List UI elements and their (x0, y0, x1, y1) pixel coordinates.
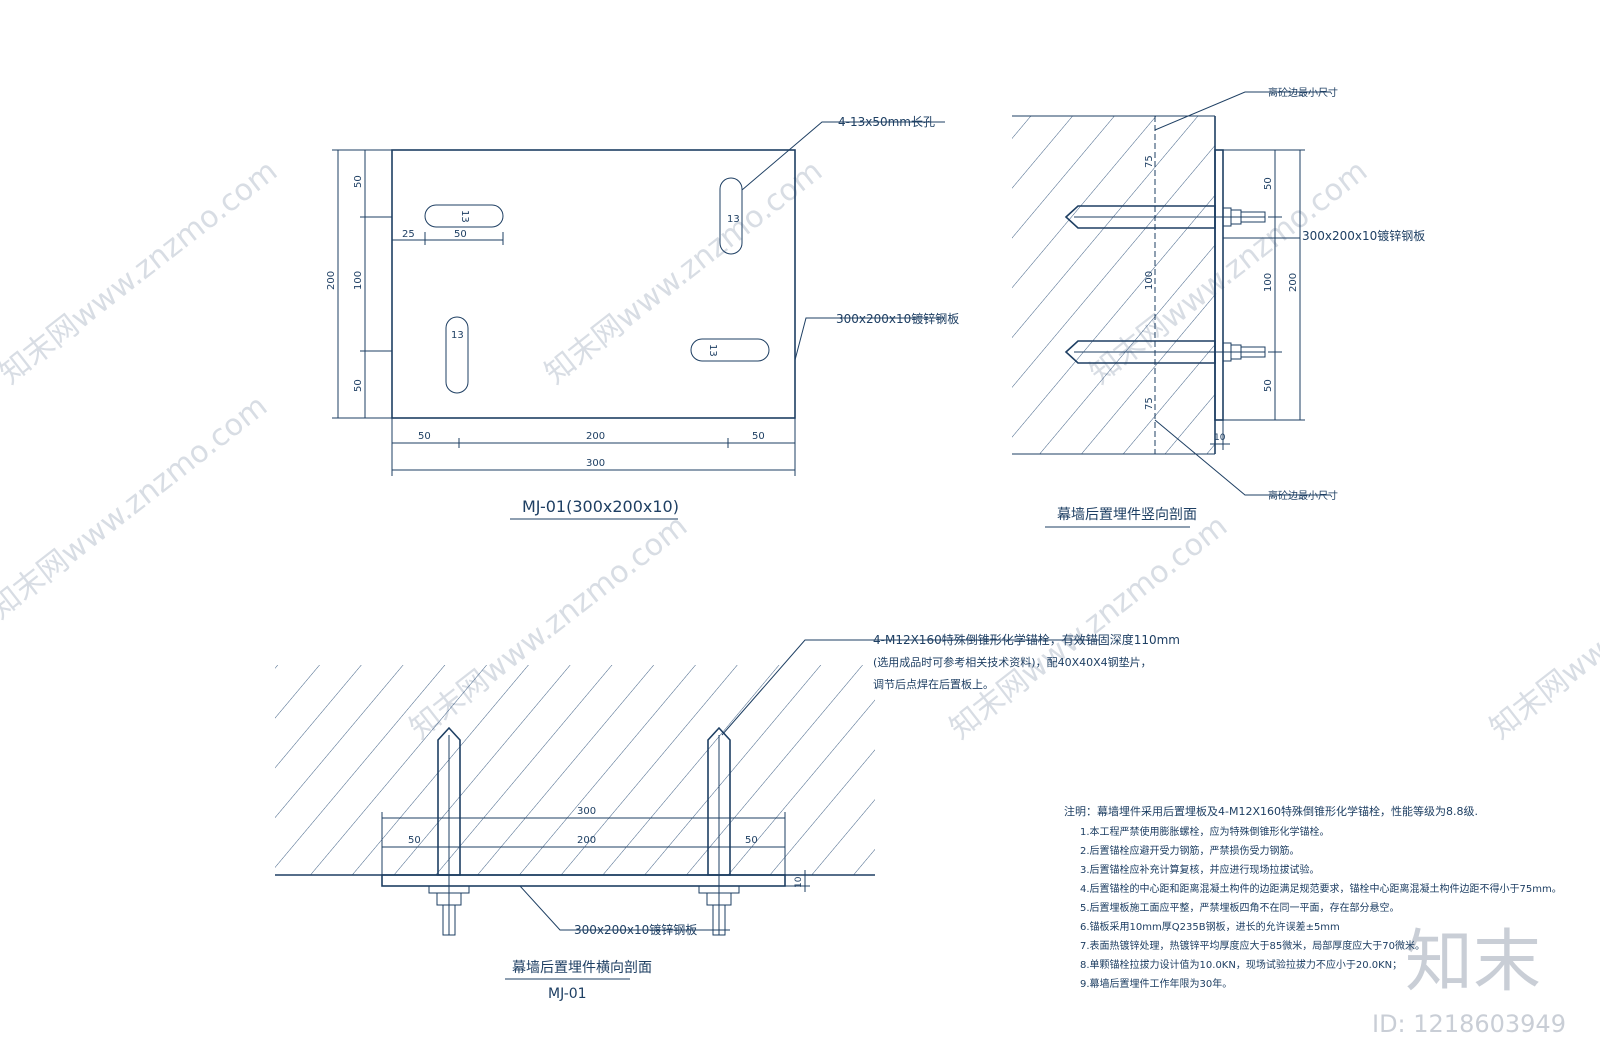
dim-right-middle: 100 (1263, 273, 1274, 292)
slot-length-dim: 50 (454, 229, 467, 240)
watermark-text: 知末网www.znzmo.com (538, 153, 829, 391)
horizontal-section-view: 300 50 200 50 10 4-M12X160特殊倒锥形化学锚栓，有效锚固… (275, 632, 1180, 1002)
edge-distance-label-top: 离砼边最小尺寸 (1268, 86, 1338, 99)
note-item: 3.后置锚栓应补充计算复核，并应进行现场拉拔试验。 (1080, 863, 1320, 876)
chemical-anchor (428, 726, 470, 936)
slot-callout-label: 4-13x50mm长孔 (838, 115, 935, 129)
design-notes: 注明：幕墙埋件采用后置埋板及4-M12X160特殊倒锥形化学锚栓，性能等级为8.… (1064, 804, 1562, 990)
dim-left-total: 200 (326, 271, 337, 290)
dim-total: 300 (577, 806, 596, 817)
dim-bottom-right: 50 (752, 431, 765, 442)
note-item: 9.幕墙后置埋件工作年限为30年。 (1080, 977, 1232, 990)
vertical-section-title: 幕墙后置埋件竖向剖面 (1057, 507, 1197, 523)
dim-left: 50 (408, 835, 421, 846)
note-item: 8.单颗锚栓拉拔力设计值为10.0KN，现场试验拉拔力不应小于20.0KN； (1080, 958, 1402, 971)
dim-bottom-total: 300 (586, 458, 605, 469)
slot-hole (719, 177, 743, 255)
dim-bottom-middle: 200 (586, 431, 605, 442)
dim-concrete-top: 75 (1144, 155, 1155, 168)
watermark-text: 知末网www.znzmo.com (0, 388, 274, 626)
plate-thickness-dim: 10 (794, 876, 804, 888)
slot-diameter-label: 13 (459, 210, 470, 223)
plate-view-title: MJ-01(300x200x10) (522, 497, 679, 516)
note-item: 5.后置埋板施工面应平整，严禁埋板四角不在同一平面，存在部分悬空。 (1080, 901, 1400, 914)
image-id-label: ID: 1218603949 (1372, 1010, 1566, 1038)
steel-plate-section (381, 874, 786, 887)
dim-bottom-left: 50 (418, 431, 431, 442)
slot-hole (424, 204, 504, 228)
dim-left-bottom: 50 (353, 379, 364, 392)
brand-logo-text: 知末 (1405, 923, 1541, 1002)
dim-left-top: 50 (353, 175, 364, 188)
note-item: 1.本工程严禁使用膨胀螺栓，应为特殊倒锥形化学锚栓。 (1080, 825, 1330, 838)
slot-hole (690, 338, 770, 362)
slot-offset-dim: 25 (402, 229, 415, 240)
plate-plan-view: 13 13 13 13 25 50 50 200 50 300 50 100 5… (326, 115, 959, 520)
chemical-anchor (698, 726, 740, 936)
steel-plate-outline (391, 149, 796, 419)
note-item: 2.后置锚栓应避开受力钢筋，严禁损伤受力钢筋。 (1080, 844, 1300, 857)
plate-callout-label: 300x200x10镀锌钢板 (1302, 229, 1425, 243)
dim-right-bottom: 50 (1263, 379, 1274, 392)
slot-diameter-label: 13 (707, 344, 718, 357)
dim-right-total: 200 (1288, 273, 1299, 292)
dim-right-top: 50 (1263, 177, 1274, 190)
horizontal-section-subtitle: MJ-01 (548, 986, 587, 1002)
slot-hole (445, 316, 469, 394)
plate-thickness-dim: 10 (1214, 433, 1226, 443)
dim-left-middle: 100 (353, 271, 364, 290)
plate-callout-label: 300x200x10镀锌钢板 (836, 312, 959, 326)
note-item: 7.表面热镀锌处理，热镀锌平均厚度应大于85微米，局部厚度应大于70微米。 (1080, 939, 1425, 952)
chemical-anchor (1064, 340, 1266, 364)
slot-diameter-label: 13 (727, 214, 740, 225)
edge-distance-label-bottom: 离砼边最小尺寸 (1268, 489, 1338, 502)
dim-right: 50 (745, 835, 758, 846)
slot-diameter-label: 13 (451, 330, 464, 341)
dim-concrete-middle: 100 (1144, 271, 1155, 290)
dim-middle: 200 (577, 835, 596, 846)
plate-callout-label: 300x200x10镀锌钢板 (574, 923, 697, 937)
notes-heading: 注明：幕墙埋件采用后置埋板及4-M12X160特殊倒锥形化学锚栓，性能等级为8.… (1064, 804, 1478, 818)
dim-concrete-bottom: 75 (1144, 397, 1155, 410)
anchor-note-line: 调节后点焊在后置板上。 (873, 677, 994, 691)
watermark-text: 知末网www.znzmo.com (943, 508, 1234, 746)
steel-plate-section (1214, 149, 1224, 421)
chemical-anchor (1064, 205, 1266, 229)
anchor-note-line: 4-M12X160特殊倒锥形化学锚栓，有效锚固深度110mm (873, 632, 1180, 647)
anchor-note-line: (选用成品时可参考相关技术资料)，配40X40X4钢垫片， (873, 655, 1152, 669)
horizontal-section-title: 幕墙后置埋件横向剖面 (512, 960, 652, 976)
note-item: 4.后置锚栓的中心距和距离混凝土构件的边距满足规范要求，锚栓中心距离混凝土构件边… (1080, 882, 1562, 895)
watermark-text: 知末网www.znzmo.com (1483, 508, 1600, 746)
vertical-section-view: 75 100 75 50 100 50 200 10 离砼边最小尺寸 离砼边最小… (1012, 86, 1425, 528)
note-item: 6.锚板采用10mm厚Q235B钢板，进长的允许误差±5mm (1080, 920, 1340, 933)
watermark-text: 知末网www.znzmo.com (0, 153, 284, 391)
